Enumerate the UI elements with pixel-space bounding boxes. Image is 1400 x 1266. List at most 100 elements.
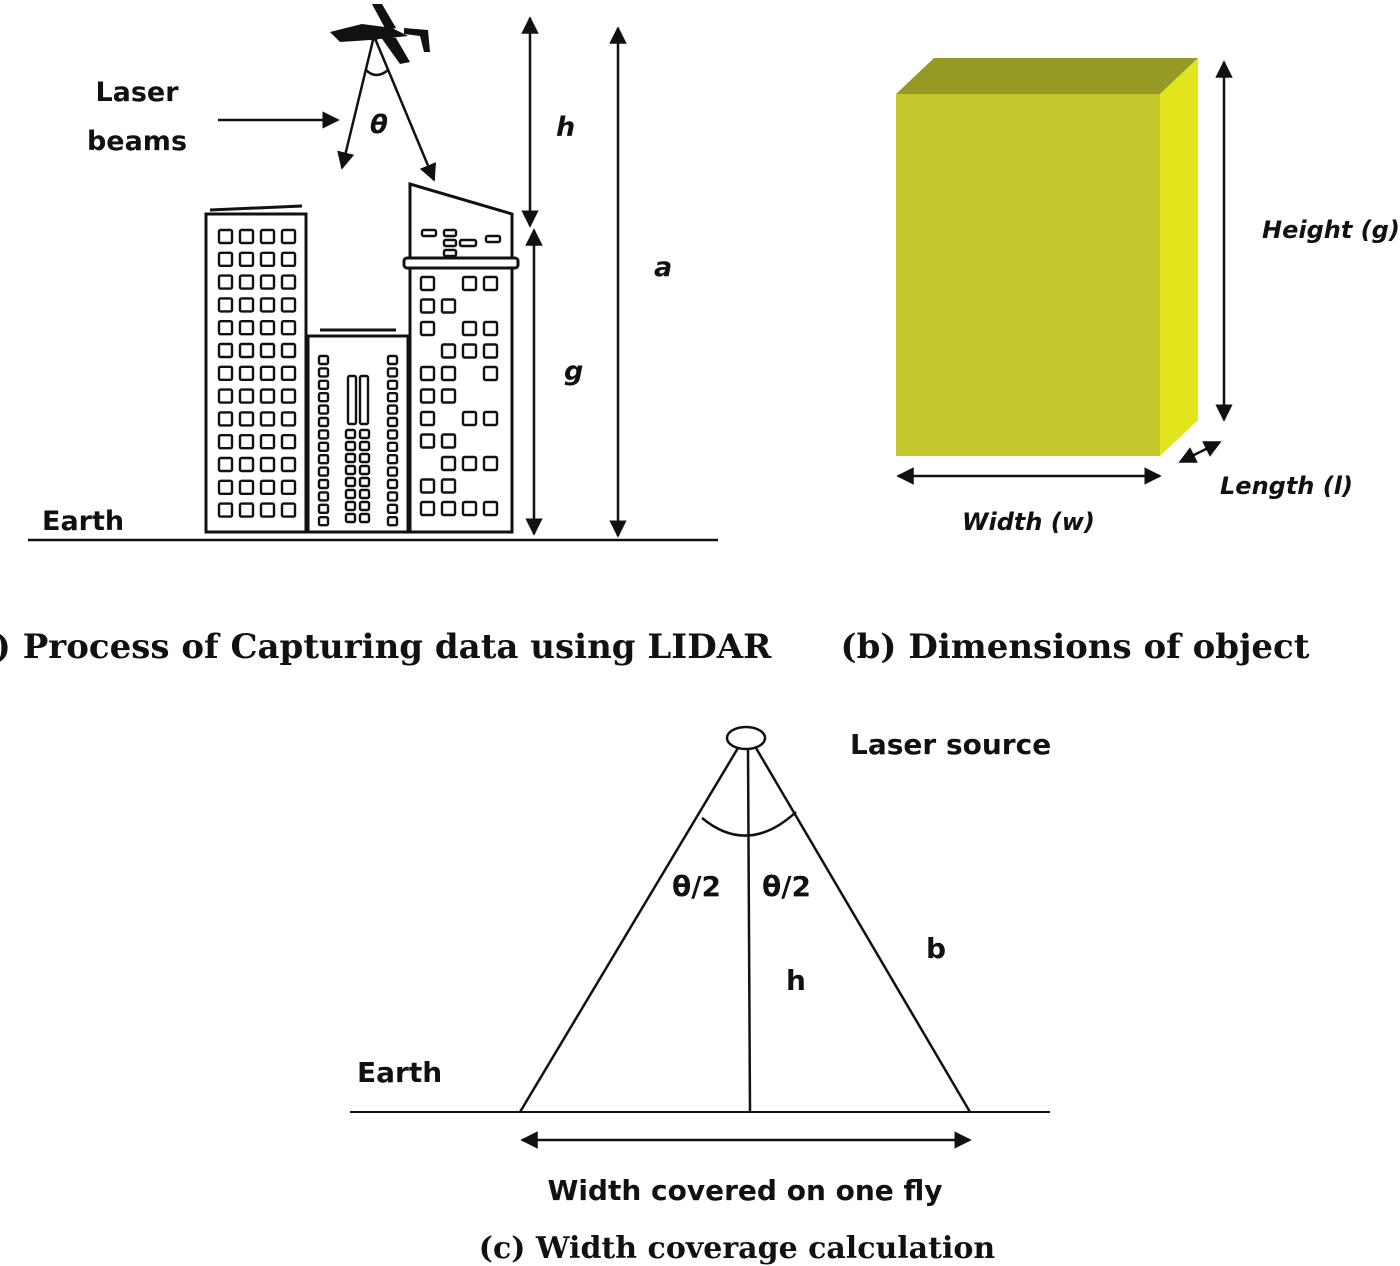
window: [419, 275, 436, 292]
g-label-a: g: [564, 356, 583, 387]
window: [358, 374, 370, 426]
laser-beams: [337, 35, 437, 182]
window: [217, 456, 234, 473]
window: [358, 452, 371, 464]
panel-a: Laser beams θ Earth h g a (a) Process of…: [0, 4, 772, 667]
window: [440, 433, 457, 449]
window: [259, 411, 276, 427]
window: [280, 411, 297, 427]
caption-c: (c) Width coverage calculation: [479, 1231, 996, 1266]
window: [217, 411, 234, 427]
laser-source-icon: [725, 725, 767, 751]
length-label: Length (l): [1220, 472, 1353, 500]
window: [419, 388, 436, 404]
window: [259, 320, 276, 336]
window: [386, 503, 399, 514]
window: [440, 500, 457, 517]
window: [440, 343, 457, 359]
window: [419, 433, 436, 449]
window: [238, 342, 255, 359]
window: [344, 440, 357, 452]
window: [217, 434, 234, 450]
window: [238, 479, 255, 495]
width-covered-label: Width covered on one fly: [547, 1174, 942, 1207]
window: [259, 228, 276, 245]
window: [484, 234, 502, 244]
window: [344, 500, 357, 512]
window: [386, 491, 399, 502]
caption-a: (a) Process of Capturing data using LIDA…: [0, 627, 772, 667]
window: [259, 274, 276, 290]
laser-label-2: beams: [87, 126, 187, 157]
a-label: a: [654, 252, 672, 283]
window: [358, 476, 371, 488]
window: [217, 297, 234, 313]
window: [238, 320, 255, 336]
window: [317, 503, 330, 514]
window: [280, 365, 297, 381]
window: [217, 274, 234, 290]
window: [358, 428, 371, 440]
window: [217, 251, 234, 268]
window: [280, 228, 297, 245]
window: [442, 248, 458, 258]
window: [317, 416, 330, 428]
window: [280, 388, 297, 404]
window: [238, 456, 255, 473]
window: [238, 434, 255, 450]
window: [238, 388, 255, 404]
window: [461, 343, 478, 359]
box-side-face: [1160, 58, 1198, 456]
panel-c: Laser source θ/2 θ/2 h b Earth Width cov…: [350, 725, 1051, 1266]
window: [419, 410, 436, 427]
window: [461, 455, 478, 472]
window: [238, 228, 255, 245]
window: [238, 297, 255, 313]
window: [317, 367, 330, 378]
box-top-face: [896, 58, 1198, 94]
window: [344, 512, 357, 524]
window: [386, 354, 399, 366]
window: [419, 320, 436, 337]
box-front-face: [896, 94, 1160, 456]
window: [344, 452, 357, 464]
window: [482, 365, 499, 382]
window: [461, 275, 478, 292]
h-label-c: h: [786, 964, 806, 997]
window: [358, 500, 371, 512]
window: [217, 388, 234, 404]
earth-label-a: Earth: [42, 506, 124, 537]
earth-label-c: Earth: [357, 1056, 442, 1089]
window: [238, 502, 255, 518]
window: [217, 502, 234, 518]
window: [386, 392, 399, 403]
window: [280, 274, 297, 290]
window: [317, 429, 330, 440]
window: [280, 297, 297, 313]
window: [386, 516, 399, 527]
laser-label-1: Laser: [95, 77, 179, 108]
window: [259, 388, 276, 404]
window: [346, 374, 358, 426]
window: [358, 464, 371, 476]
window: [344, 476, 357, 488]
window: [358, 488, 371, 500]
h-label-a: h: [556, 112, 575, 143]
window: [482, 275, 499, 292]
window: [259, 365, 276, 381]
window: [317, 441, 330, 452]
b-label: b: [926, 932, 946, 965]
window: [317, 478, 330, 490]
window: [442, 238, 458, 248]
window: [217, 228, 234, 245]
window: [259, 297, 276, 313]
coverage-triangle: [518, 747, 972, 1113]
window: [461, 320, 478, 337]
window: [344, 428, 357, 440]
window: [386, 429, 399, 440]
window: [280, 251, 297, 268]
window: [238, 274, 255, 290]
window: [217, 320, 234, 336]
window: [217, 365, 234, 381]
